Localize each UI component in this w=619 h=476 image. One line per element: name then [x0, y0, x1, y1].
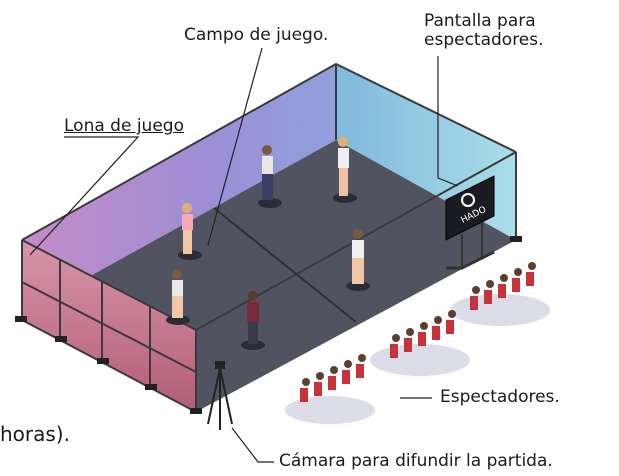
label-lona-de-juego: Lona de juego: [64, 116, 184, 136]
label-campo-de-juego: Campo de juego.: [184, 25, 329, 45]
player-figure: [166, 269, 190, 325]
spectator-screen: HADO: [445, 175, 495, 270]
player-figure: [333, 137, 357, 203]
player-figure: [346, 229, 370, 291]
player-figure: [178, 203, 202, 260]
floor-center-line: [213, 207, 357, 323]
play-floor: [92, 140, 516, 412]
players: [166, 137, 370, 350]
spectator-heads: [302, 262, 536, 386]
label-pantalla-line1: Pantalla para: [424, 11, 536, 31]
player-figure: [258, 145, 282, 208]
spectator-chairs: [300, 272, 534, 402]
label-pantalla-line2: espectadores.: [424, 30, 544, 50]
player-figure: [241, 291, 265, 350]
callout-lines: [29, 47, 459, 463]
back-wall: [22, 64, 336, 275]
frame-feet: [15, 236, 522, 414]
truss-frame: [21, 62, 517, 413]
cut-text: horas).: [0, 422, 70, 446]
label-espectadores: Espectadores.: [440, 387, 560, 407]
label-camara: Cámara para difundir la partida.: [279, 451, 553, 471]
camera-tripod: [207, 361, 233, 430]
